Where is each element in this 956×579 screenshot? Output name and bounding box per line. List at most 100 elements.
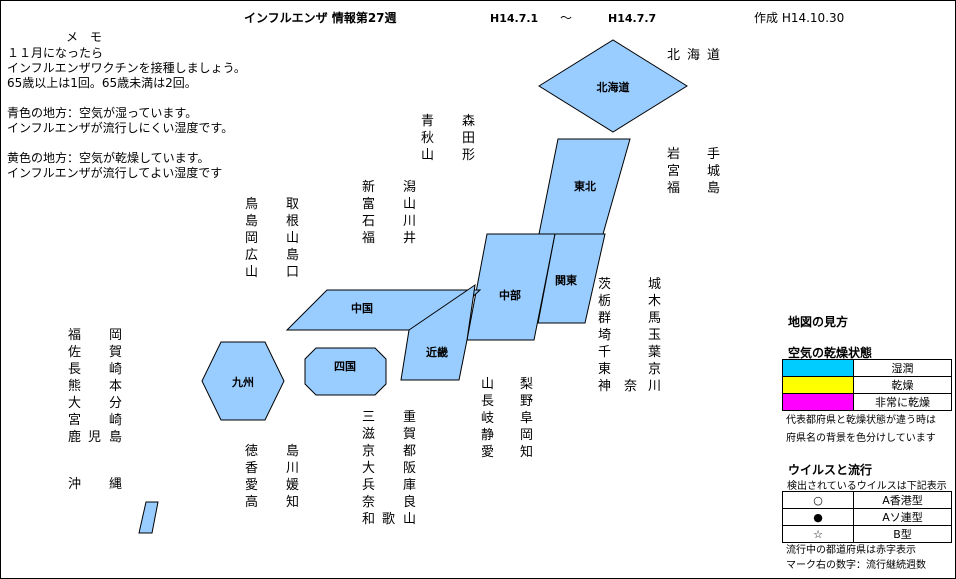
pref-yamanashi: 山梨	[481, 377, 534, 392]
pref-akita: 秋田	[421, 131, 476, 146]
memo-line: インフルエンザが流行してよい湿度です	[7, 166, 223, 180]
dryness-row-humid: 湿潤	[782, 359, 952, 377]
pref-tokyo: 東京	[598, 362, 662, 377]
pref-kyoto: 京都	[362, 444, 417, 459]
pref-fukui: 福井	[362, 231, 417, 246]
region-label-hokkaido: 北海道	[597, 80, 630, 94]
created-date: 作成 H14.10.30	[754, 11, 845, 25]
region-shikoku[interactable]	[304, 347, 387, 396]
pref-hokkaido: 北海道	[667, 48, 721, 63]
memo-body: １１月になったら インフルエンザワクチンを接種しましょう。 65歳以上は1回。6…	[7, 46, 246, 181]
pref-group-kinki: 三重 滋賀 京都 大阪 兵庫 奈良 和歌山	[362, 409, 416, 528]
pref-kumamoto: 熊本	[68, 379, 123, 394]
pref-toyama: 富山	[362, 197, 417, 212]
legend-notes: 流行中の都道府県は赤字表示 マーク右の数字：流行継続週数	[786, 543, 926, 573]
dryness-row-dry: 乾燥	[782, 376, 952, 394]
memo-line: インフルエンザが流行しにくい湿度です。	[7, 121, 234, 135]
pref-aichi: 愛知	[481, 445, 534, 460]
virus-row: ● Aソ連型	[782, 508, 952, 526]
pref-tochigi: 栃木	[598, 294, 662, 309]
pref-group-tohoku-west: 青森 秋田 山形	[421, 113, 475, 164]
pref-hiroshima: 広島	[245, 248, 300, 263]
virus-mark: ●	[782, 508, 854, 526]
pref-kagoshima: 鹿児島	[68, 430, 123, 445]
page-title: インフルエンザ 情報第27週	[244, 11, 397, 25]
pref-kagawa: 香川	[245, 461, 300, 476]
pref-saitama: 埼玉	[598, 328, 662, 343]
memo-line: １１月になったら	[7, 46, 104, 60]
virus-row: ○ A香港型	[782, 491, 952, 509]
legend-virus-subtitle: 検出されているウイルスは下記表示	[787, 481, 947, 492]
region-label-kinki: 近畿	[426, 345, 448, 359]
dryness-swatch-humid	[782, 359, 854, 377]
legend-virus-title: ウイルスと流行	[788, 463, 873, 477]
region-kinki[interactable]	[400, 283, 476, 381]
pref-iwate: 岩手	[667, 147, 721, 162]
pref-group-kanto: 茨城 栃木 群馬 埼玉 千葉 東京 神奈川	[598, 276, 661, 395]
pref-miyagi: 宮城	[667, 164, 721, 179]
legend-note-line: 流行中の都道府県は赤字表示	[786, 545, 916, 556]
virus-legend-table: ○ A香港型 ● Aソ連型 ☆ B型	[782, 491, 952, 543]
region-label-shikoku: 四国	[334, 360, 356, 373]
virus-mark: ○	[782, 491, 854, 509]
memo-line: 65歳以上は1回。65歳未満は2回。	[7, 76, 197, 90]
dryness-note: 代表都府県と乾燥状態が違う時は 府県名の背景を色分けしています	[786, 412, 936, 448]
date-from: H14.7.1	[490, 12, 539, 25]
legend-dryness-title: 空気の乾燥状態	[788, 346, 873, 360]
pref-wakayama: 和歌山	[362, 512, 417, 527]
pref-group-chubu: 山梨 長野 岐阜 静岡 愛知	[481, 376, 533, 461]
pref-group-tohoku-east: 岩手 宮城 福島	[667, 146, 720, 197]
pref-tokushima: 徳島	[245, 444, 300, 459]
pref-saga: 佐賀	[68, 345, 123, 360]
pref-mie: 三重	[362, 410, 417, 425]
region-hokkaido[interactable]	[538, 39, 688, 133]
pref-group-shikoku: 徳島 香川 愛媛 高知	[245, 443, 299, 511]
pref-group-kyushu: 福岡 佐賀 長崎 熊本 大分 宮崎 鹿児島	[68, 327, 122, 446]
dryness-swatch-dry	[782, 376, 854, 394]
dryness-label: 乾燥	[853, 376, 952, 394]
region-chubu[interactable]	[466, 233, 556, 341]
pref-osaka: 大阪	[362, 461, 417, 476]
legend-note-line: マーク右の数字：流行継続週数	[786, 560, 926, 571]
region-kyushu[interactable]	[201, 341, 285, 421]
pref-group-chugoku: 鳥取 島根 岡山 広島 山口	[245, 196, 299, 281]
virus-mark: ☆	[782, 525, 854, 543]
pref-yamagata: 山形	[421, 148, 476, 163]
pref-gunma: 群馬	[598, 311, 662, 326]
pref-ishikawa: 石川	[362, 214, 417, 229]
pref-shiga: 滋賀	[362, 427, 417, 442]
pref-group-hokkaido: 北海道	[667, 47, 720, 64]
region-label-tohoku: 東北	[574, 179, 596, 193]
pref-nagasaki: 長崎	[68, 362, 123, 377]
dryness-note-line: 代表都府県と乾燥状態が違う時は	[786, 415, 936, 426]
pref-hyogo: 兵庫	[362, 478, 417, 493]
memo-line: 黄色の地方：空気が乾燥しています。	[7, 151, 210, 165]
pref-okinawa: 沖縄	[68, 477, 123, 492]
memo-line: 青色の地方：空気が湿っています。	[7, 106, 198, 120]
region-label-chugoku: 中国	[351, 301, 373, 315]
pref-kanagawa: 神奈川	[598, 379, 662, 394]
pref-ehime: 愛媛	[245, 478, 300, 493]
region-label-chubu: 中部	[499, 288, 521, 302]
memo-line: インフルエンザワクチンを接種しましょう。	[7, 61, 246, 75]
dryness-note-line: 府県名の背景を色分けしています	[786, 433, 936, 444]
pref-okayama: 岡山	[245, 231, 300, 246]
region-kanto[interactable]	[537, 233, 606, 324]
region-okinawa[interactable]	[138, 501, 159, 534]
virus-label: A香港型	[853, 491, 952, 509]
pref-shizuoka: 静岡	[481, 428, 534, 443]
virus-label: Aソ連型	[853, 508, 952, 526]
pref-niigata: 新潟	[362, 180, 417, 195]
dryness-label: 非常に乾燥	[853, 393, 952, 411]
pref-gifu: 岐阜	[481, 411, 534, 426]
dryness-label: 湿潤	[853, 359, 952, 377]
dryness-swatch-very-dry	[782, 393, 854, 411]
virus-label: B型	[853, 525, 952, 543]
region-label-kanto: 関東	[555, 273, 578, 287]
pref-group-hokuriku: 新潟 富山 石川 福井	[362, 179, 416, 247]
pref-shimane: 島根	[245, 214, 300, 229]
virus-row: ☆ B型	[782, 525, 952, 543]
pref-fukuoka: 福岡	[68, 328, 123, 343]
pref-aomori: 青森	[421, 114, 476, 129]
